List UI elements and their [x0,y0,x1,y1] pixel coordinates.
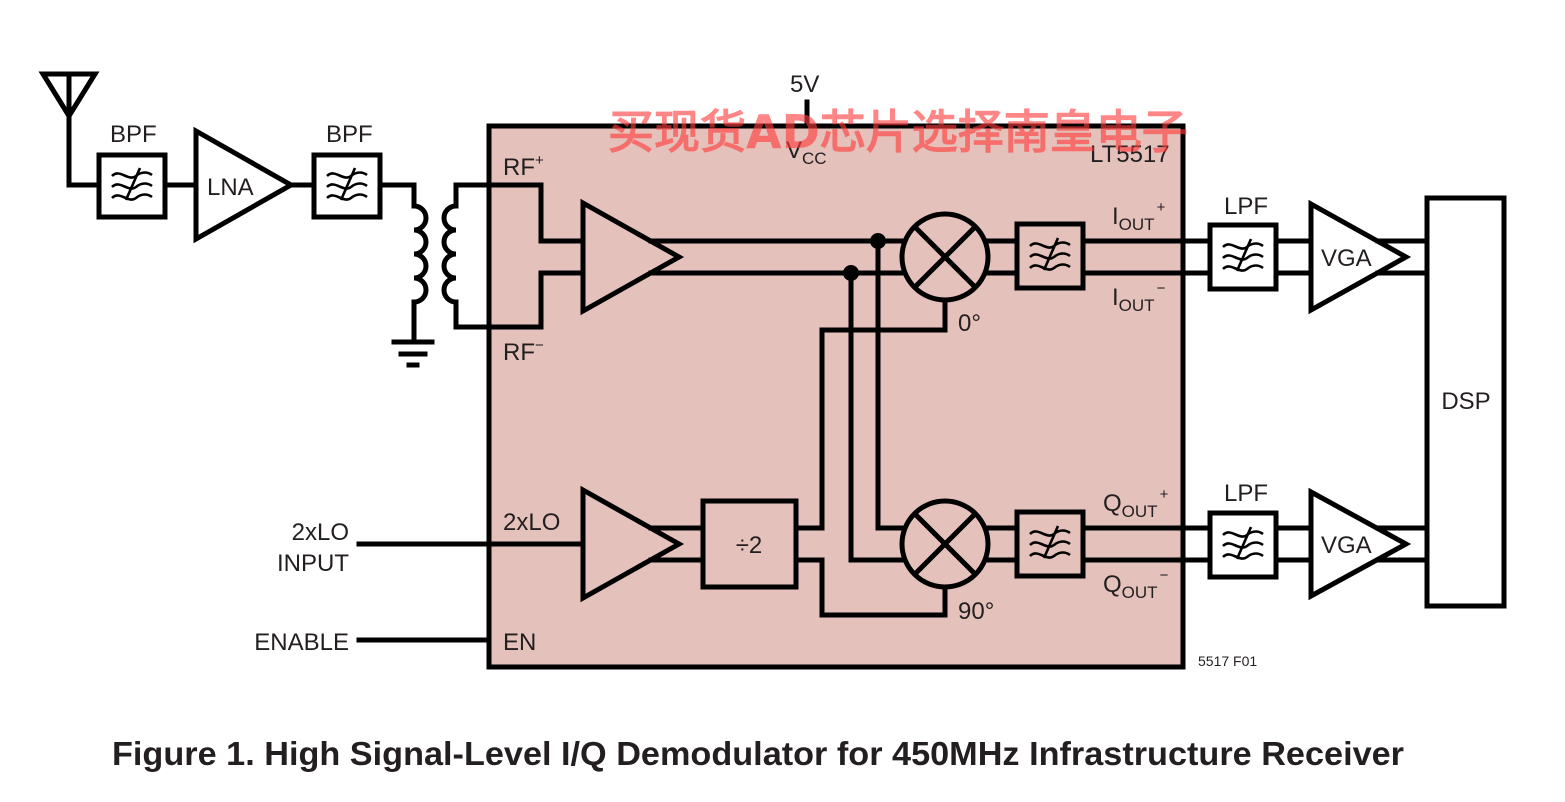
antenna-feed-wire [66,113,102,188]
lo-90deg-wire [793,557,948,618]
part-number-label: LT5517 [1090,141,1170,168]
lpf-q-label: LPF [1224,480,1268,507]
lo-input-label-line2: INPUT [277,550,349,577]
lo-pin-label: 2xLO [503,509,560,536]
vga-q-amplifier: VGA [1308,487,1412,601]
i-internal-filter [1014,221,1086,291]
lpf-i-label: LPF [1224,193,1268,220]
rf-minus-pin-label: RF− [503,337,544,366]
bpf1-filter-block [96,152,168,220]
lo-amplifier [580,485,685,603]
q-phase-label: 90° [958,598,994,625]
bpf2-label: BPF [326,121,373,148]
q-internal-filter [1014,509,1086,579]
rf-plus-pin-label: RF+ [503,152,544,181]
divide-by-two-block: ÷2 [700,498,799,590]
dsp-block: DSP [1424,195,1507,609]
antenna-icon [38,71,100,121]
figure-caption: Figure 1. High Signal-Level I/Q Demodula… [112,735,1404,772]
rf-amplifier [580,198,685,316]
dsp-label: DSP [1441,388,1490,415]
lo-input-label-line1: 2xLO [292,519,349,546]
rf-minus-wire [453,270,586,330]
lo-0deg-wire [793,297,948,531]
rf-plus-wire [453,182,586,244]
q-mixer [899,498,991,590]
watermark-text: 买现货AD芯片选择南皇电子 [608,105,1188,159]
figure-code: 5517 F01 [1198,653,1257,669]
supply-voltage-label: 5V [790,71,819,98]
vcc-label: VCC [786,137,827,168]
iout-plus-label: IOUT+ [1112,199,1166,234]
transformer-icon [377,182,459,343]
vga-i-label: VGA [1321,245,1372,272]
lpf-q-block [1207,510,1279,580]
enable-label: ENABLE [254,629,349,656]
bpf1-label: BPF [110,121,157,148]
lna-amplifier: LNA [193,126,297,244]
i-phase-label: 0° [958,310,981,337]
lna-label: LNA [207,174,254,201]
bpf2-filter-block [311,152,383,220]
vga-q-label: VGA [1321,532,1372,559]
rf-minus-to-q-mixer-wire [848,270,905,563]
divider-label: ÷2 [736,532,763,559]
iout-minus-label: IOUT− [1112,280,1166,315]
en-pin-label: EN [503,629,536,656]
lpf-i-block [1207,222,1279,292]
qout-plus-label: QOUT+ [1103,486,1169,521]
qout-minus-label: QOUT− [1103,567,1169,602]
i-mixer [899,211,991,303]
rf-plus-to-q-mixer-wire [875,238,905,531]
vga-i-amplifier: VGA [1308,199,1412,315]
ground-icon [391,339,435,368]
